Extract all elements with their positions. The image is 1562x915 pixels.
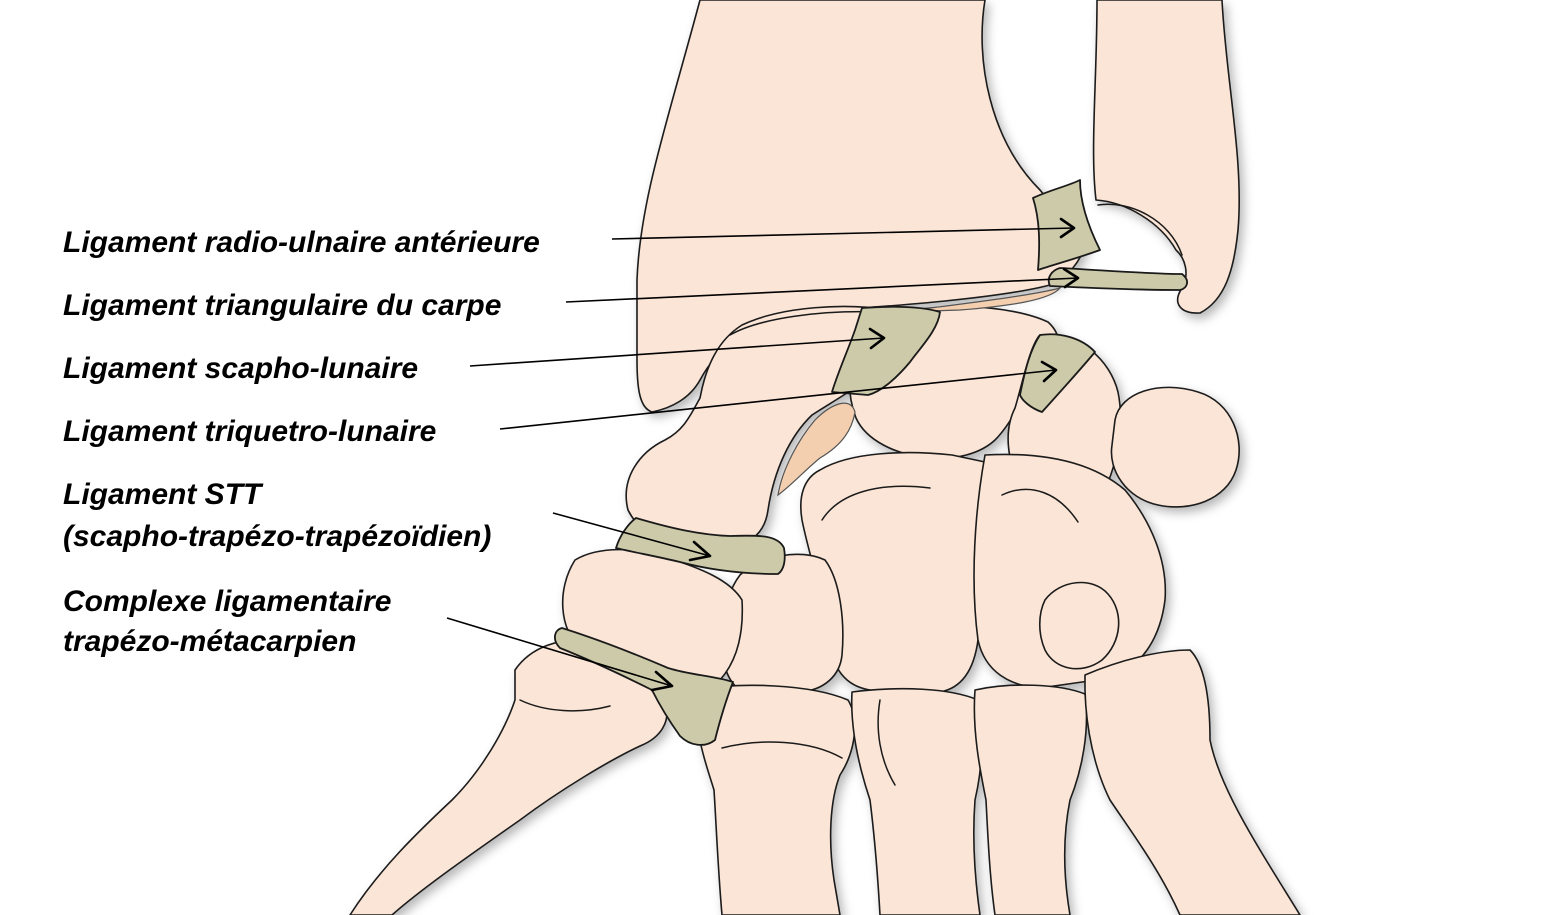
ulna-bone xyxy=(1092,0,1240,314)
scaphoid-cartilage xyxy=(777,402,856,497)
leader-line-radio-ulnaire xyxy=(611,227,1075,240)
leader-line-triangulaire xyxy=(565,277,1079,303)
label-scapho-lunaire: Ligament scapho-lunaire xyxy=(63,352,418,385)
label-layer: Ligament radio-ulnaire antérieure Ligame… xyxy=(63,226,540,658)
metacarpal-3 xyxy=(850,687,983,915)
ligament-triquetro-lunaire-shape xyxy=(1019,333,1096,413)
arrowhead-trapezo-metacarpien xyxy=(650,670,674,692)
label-stt-line-1: Ligament STT xyxy=(63,478,264,511)
ligament-trapezo-metacarpien-shape xyxy=(554,627,734,746)
leader-line-scapho-lunaire xyxy=(469,337,885,367)
metacarpal-2-base-line xyxy=(721,741,843,759)
ligament-scapho-lunaire-shape xyxy=(831,305,941,396)
label-radio-ulnaire: Ligament radio-ulnaire antérieure xyxy=(63,226,540,259)
radius-articular-line xyxy=(729,310,881,336)
capitate-bone xyxy=(800,451,988,693)
label-triquetro-lunaire: Ligament triquetro-lunaire xyxy=(63,415,436,448)
leader-scapho-lunaire xyxy=(469,327,886,367)
leader-triquetro-lunaire xyxy=(499,360,1058,430)
cartilage-layer xyxy=(777,286,1062,497)
label-triangulaire: Ligament triangulaire du carpe xyxy=(63,289,501,322)
ligament-triangulaire-shape xyxy=(1047,267,1188,291)
leader-stt xyxy=(552,512,712,562)
metacarpal-2 xyxy=(696,684,856,915)
leader-lines xyxy=(446,217,1080,692)
ligament-layer xyxy=(554,179,1188,746)
hamate-surface-line xyxy=(1001,488,1079,523)
arrowhead-radio-ulnaire xyxy=(1059,217,1076,239)
leader-line-trapezo-metacarpien xyxy=(446,617,673,687)
bone-layer xyxy=(349,0,1301,915)
metacarpal-1-base-line xyxy=(519,699,611,712)
metacarpal-4 xyxy=(973,684,1088,915)
label-stt-line-2: (scapho-trapézo-trapézoïdien) xyxy=(63,520,491,553)
leader-radio-ulnaire xyxy=(611,217,1076,240)
ulna-styloid-line xyxy=(1097,203,1183,256)
leader-line-triquetro-lunaire xyxy=(499,369,1057,430)
arrowhead-triangulaire xyxy=(1062,267,1080,289)
leader-trapezo-metacarpien xyxy=(446,617,674,692)
metacarpal-5 xyxy=(1084,649,1301,915)
capitate-head-line xyxy=(821,485,931,521)
metacarpal-1 xyxy=(349,639,668,915)
arrowhead-triquetro-lunaire xyxy=(1040,360,1058,383)
triangular-cartilage xyxy=(899,286,1062,313)
arrowhead-stt xyxy=(688,540,712,562)
label-trapezo-metacarpien-line-2: trapézo-métacarpien xyxy=(63,625,356,658)
leader-triangulaire xyxy=(565,267,1080,303)
metacarpal-3-groove xyxy=(877,699,896,786)
label-trapezo-metacarpien-line-1: Complexe ligamentaire xyxy=(63,585,391,618)
hamate-hook xyxy=(1038,581,1120,670)
arrowhead-scapho-lunaire xyxy=(868,327,886,350)
pisiform-bone xyxy=(1110,386,1240,508)
leader-line-stt xyxy=(552,512,711,557)
bone-detail-lines xyxy=(519,203,1183,786)
ligament-radio-ulnaire-shape xyxy=(1032,179,1101,271)
